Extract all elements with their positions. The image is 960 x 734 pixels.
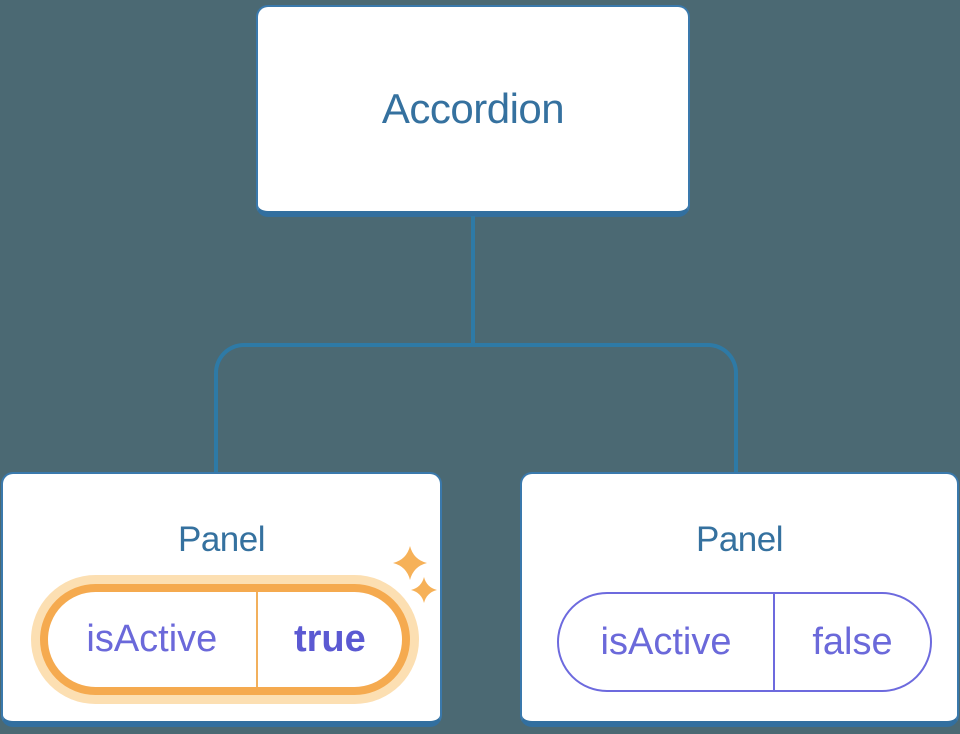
- prop-value: true: [293, 618, 366, 660]
- state-pill-active: isActive true: [40, 584, 410, 695]
- panel-node-inactive: Panel isActive false: [520, 472, 959, 727]
- connector-branch-lines: [214, 343, 738, 472]
- prop-name: isActive: [48, 592, 258, 687]
- prop-name: isActive: [559, 594, 776, 690]
- panel-title: Panel: [695, 520, 784, 559]
- accordion-node: Accordion: [256, 5, 690, 217]
- connector-stem-line: [471, 216, 475, 346]
- panel-node-active: Panel isActive true: [1, 472, 442, 727]
- sparkles-icon: [393, 546, 437, 603]
- accordion-node-label: Accordion: [381, 85, 565, 132]
- prop-value: false: [812, 620, 893, 663]
- state-pill-inactive: isActive false: [557, 592, 932, 692]
- panel-title: Panel: [177, 520, 266, 559]
